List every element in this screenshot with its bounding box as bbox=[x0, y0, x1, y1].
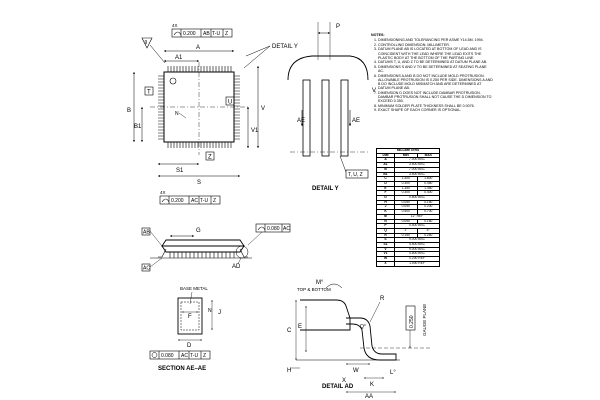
side-body bbox=[161, 239, 245, 247]
leads-left bbox=[158, 75, 164, 140]
section-ae-title: SECTION AE–AE bbox=[158, 366, 206, 372]
note-item: DIMENSIONS A AND B DO NOT INCLUDE MOLD P… bbox=[378, 74, 493, 90]
angle-l: L° bbox=[390, 370, 396, 376]
section-ae: BASE METAL F J N D 0.080 AC T-U Z SECTIO… bbox=[149, 286, 221, 372]
dim-g: G bbox=[196, 228, 201, 234]
note-item: DIMENSION D DOES NOT INCLUDE DAMBAR PROT… bbox=[378, 91, 493, 103]
fcf-bottom-mult: 4X bbox=[160, 190, 166, 195]
fcf-bottom-ref2: T-U bbox=[200, 198, 208, 204]
side-fcf-ref: AC bbox=[283, 226, 290, 232]
pin1-marker bbox=[169, 77, 177, 85]
fcf-top: 0.200 AB T-U Z 4X bbox=[171, 23, 233, 38]
detail-y-datum: T, U, Z bbox=[348, 172, 363, 178]
fcf-bottom-ref3: Z bbox=[213, 198, 216, 204]
fcf-bottom-ref1: AC bbox=[191, 198, 198, 204]
fcf-top-tol: 0.200 bbox=[183, 31, 196, 37]
angle-q: Q° bbox=[360, 324, 366, 330]
datum-z: Z bbox=[208, 155, 212, 161]
section-fcf-ref2: T-U bbox=[190, 353, 198, 359]
dim-b1: B1 bbox=[134, 124, 142, 130]
dim-d: D bbox=[187, 343, 192, 349]
note-item: DIMENSIONS S AND V TO BE DETERMINED AT S… bbox=[378, 65, 493, 73]
base-metal-label: BASE METAL bbox=[180, 286, 208, 291]
fcf-top-ref1: AB bbox=[203, 31, 210, 37]
gauge-value: 0.250 bbox=[409, 315, 415, 328]
label-n: N bbox=[175, 111, 179, 117]
dim-a: A bbox=[196, 45, 200, 51]
note-9-triangle bbox=[141, 37, 153, 49]
dim-h: H bbox=[287, 368, 291, 374]
datum-t: T bbox=[147, 90, 151, 96]
dim-e: E bbox=[298, 324, 302, 330]
dim-r: R bbox=[380, 296, 385, 302]
notes-heading: NOTES: bbox=[371, 33, 385, 37]
fcf-bottom-tol: 0.200 bbox=[171, 198, 184, 204]
dim-w: W bbox=[353, 368, 359, 374]
top-bottom-label: TOP & BOTTOM bbox=[297, 287, 331, 292]
dim-k: K bbox=[370, 382, 374, 388]
side-leads bbox=[158, 248, 248, 258]
detail-y: P AE AE V T, U, Z DETAIL Y bbox=[287, 22, 376, 192]
dim-n: N bbox=[208, 308, 212, 314]
detail-y-title: DETAIL Y bbox=[312, 186, 339, 192]
leads-bottom bbox=[167, 142, 232, 148]
dim-c: C bbox=[287, 328, 292, 334]
note-item: DATUM PLANE AB IS LOCATED AT BOTTOM OF L… bbox=[378, 47, 493, 59]
dim-x: X bbox=[342, 378, 346, 384]
datum-ab: AB bbox=[143, 230, 150, 236]
cell-value: 1.000 REF bbox=[394, 260, 440, 267]
section-ae-right: AE bbox=[352, 118, 360, 124]
notes-block: NOTES: DIMENSIONING AND TOLERANCING PER … bbox=[371, 33, 493, 113]
ad-lead bbox=[346, 317, 397, 361]
top-view: 0.200 AB T-U Z 4X 9 A A1 bbox=[127, 23, 298, 205]
section-fcf-ref3: Z bbox=[203, 353, 206, 359]
detail-ad-title: DETAIL AD bbox=[322, 384, 354, 390]
datum-u: U bbox=[228, 100, 232, 106]
detail-ad: M° TOP & BOTTOM R C E H W K X AA L° Q° 0… bbox=[287, 280, 430, 400]
leads-top bbox=[167, 66, 232, 72]
datum-ac: AC bbox=[143, 266, 150, 272]
fcf-top-ref2: T-U bbox=[212, 31, 220, 37]
ad-body bbox=[300, 299, 351, 331]
angle-m: M° bbox=[316, 280, 324, 286]
detail-y-callout: DETAIL Y bbox=[272, 44, 298, 50]
dim-aa: AA bbox=[365, 394, 373, 400]
section-fcf-ref1: AC bbox=[181, 353, 188, 359]
dim-j: J bbox=[218, 310, 221, 316]
section-fcf-tol: 0.080 bbox=[161, 353, 174, 359]
dim-v: V bbox=[261, 106, 265, 112]
side-view: AB AC G 0.080 AC AD bbox=[141, 223, 290, 272]
detail-ad-callout: AD bbox=[232, 264, 241, 270]
dim-p: P bbox=[336, 24, 340, 30]
note-item: DIMENSIONING AND TOLERANCING PER ASME Y1… bbox=[378, 38, 493, 42]
fcf-bottom: 0.200 AC T-U Z 4X bbox=[159, 190, 221, 205]
dim-f: F bbox=[188, 314, 192, 320]
lead-section bbox=[177, 297, 203, 335]
dim-a1: A1 bbox=[175, 55, 183, 61]
dim-s: S bbox=[197, 180, 201, 186]
dim-b: B bbox=[127, 108, 131, 114]
leads-right bbox=[234, 75, 240, 140]
note-9-label: 9 bbox=[145, 40, 148, 46]
dim-v1: V1 bbox=[251, 128, 259, 134]
gauge-plane-label: GAUGE PLANE bbox=[422, 304, 427, 336]
note-item: DATUMS T, U, AND Z TO BE DETERMINED AT D… bbox=[378, 60, 493, 64]
detail-y-v: V bbox=[372, 88, 376, 94]
note-item: MINIMUM SOLDER PLATE THICKNESS SHALL BE … bbox=[378, 104, 493, 108]
note-item: CONTROLLING DIMENSION: MILLIMETER. bbox=[378, 43, 493, 47]
dim-s1: S1 bbox=[176, 168, 184, 174]
note-item: EXACT SHAPE OF EACH CORNER IS OPTIONAL. bbox=[378, 108, 493, 112]
cell-dim: X bbox=[375, 260, 396, 267]
side-fcf-tol: 0.080 bbox=[267, 226, 280, 232]
fcf-top-mult: 4X bbox=[172, 23, 178, 28]
fcf-top-ref3: Z bbox=[225, 31, 228, 37]
notes-list: DIMENSIONING AND TOLERANCING PER ASME Y1… bbox=[371, 38, 493, 112]
section-ae-left: AE bbox=[297, 118, 305, 124]
section-fcf: 0.080 AC T-U Z bbox=[149, 350, 211, 360]
